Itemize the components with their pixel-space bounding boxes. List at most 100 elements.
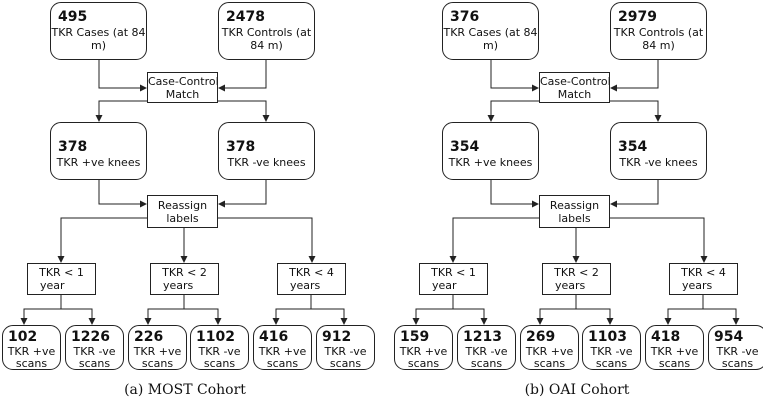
panel-a-negative-to-reassign-arrow bbox=[218, 180, 267, 208]
panel-b-negative-to-reassign-arrow bbox=[610, 180, 659, 208]
scans-label-line1: TKR +ve bbox=[133, 345, 182, 358]
positive-knees-label: TKR +ve knees bbox=[56, 156, 141, 169]
panel-b-match-to-negative-arrow bbox=[610, 100, 662, 122]
window-label-line2: year bbox=[432, 279, 457, 292]
panel-b-window2-to-negative-scans-arrow bbox=[575, 295, 614, 325]
panel-a-window2-to-positive-scans-arrow bbox=[144, 295, 185, 325]
window-label-line1: TKR < 4 bbox=[289, 266, 334, 279]
negative-knees-label: TKR -ve knees bbox=[227, 156, 306, 169]
panel-b-reassign-to-window3-arrow bbox=[610, 217, 708, 263]
panel-a-controls-to-match-arrow bbox=[218, 60, 267, 92]
window-label-line1: TKR < 1 bbox=[39, 266, 84, 279]
scans-count: 159 bbox=[400, 329, 430, 345]
scans-label-line1: TKR -ve bbox=[716, 345, 759, 358]
cases-label-line1: TKR Cases (at 84 bbox=[51, 26, 146, 39]
negative-knees-count: 378 bbox=[226, 139, 256, 155]
scans-label-line2: scans bbox=[721, 357, 754, 370]
reassign-label-line1: Reassign bbox=[549, 199, 600, 212]
positive-knees-count: 354 bbox=[450, 139, 480, 155]
scans-label-line1: TKR +ve bbox=[7, 345, 56, 358]
controls-label-line1: TKR Controls (at bbox=[613, 26, 704, 39]
scans-label-line1: TKR +ve bbox=[258, 345, 307, 358]
scans-label-line2: scans bbox=[141, 357, 174, 370]
scans-label-line2: scans bbox=[329, 357, 362, 370]
scans-count: 912 bbox=[322, 329, 352, 345]
panel-b-window3-to-positive-scans-arrow bbox=[664, 295, 704, 325]
scans-count: 226 bbox=[134, 329, 164, 345]
scans-label-line1: TKR +ve bbox=[650, 345, 699, 358]
controls-label-line1: TKR Controls (at bbox=[221, 26, 312, 39]
scans-label-line1: TKR -ve bbox=[465, 345, 508, 358]
cases-count: 495 bbox=[58, 9, 88, 25]
panel-a-match-to-negative-arrow bbox=[218, 100, 270, 122]
scans-count: 418 bbox=[651, 329, 681, 345]
panel-a-cases-to-match-arrow bbox=[98, 60, 147, 92]
panel-b-positive-to-reassign-arrow bbox=[490, 180, 539, 208]
panel-b-window2-to-positive-scans-arrow bbox=[536, 295, 577, 325]
cases-label-line2: m) bbox=[482, 39, 498, 52]
panel-b-cases-to-match-arrow bbox=[490, 60, 539, 92]
scans-count: 1102 bbox=[196, 329, 235, 345]
scans-label-line2: scans bbox=[266, 357, 299, 370]
panel-a-window1-to-negative-scans-arrow bbox=[60, 295, 96, 325]
scans-count: 416 bbox=[259, 329, 289, 345]
scans-label-line1: TKR -ve bbox=[73, 345, 116, 358]
scans-label-line1: TKR -ve bbox=[324, 345, 367, 358]
panel-a-window1-to-positive-scans-arrow bbox=[20, 295, 62, 325]
panel-a-reassign-to-window1-arrow bbox=[57, 217, 147, 263]
panel-a-reassign-to-window3-arrow bbox=[218, 217, 316, 263]
scans-label-line2: scans bbox=[533, 357, 566, 370]
panel-b-match-to-positive-arrow bbox=[487, 100, 539, 122]
window-label-line2: years bbox=[163, 279, 194, 292]
scans-label-line1: TKR +ve bbox=[399, 345, 448, 358]
panel-b-caption: (b) OAI Cohort bbox=[524, 382, 630, 398]
window-label-line2: year bbox=[40, 279, 65, 292]
window-label-line2: years bbox=[555, 279, 586, 292]
window-label-line1: TKR < 1 bbox=[431, 266, 476, 279]
scans-label-line1: TKR +ve bbox=[525, 345, 574, 358]
panel-b-window1-to-positive-scans-arrow bbox=[412, 295, 454, 325]
reassign-label-line1: Reassign bbox=[157, 199, 208, 212]
panel-a-window3-to-positive-scans-arrow bbox=[272, 295, 312, 325]
cases-count: 376 bbox=[450, 9, 480, 25]
scans-count: 1103 bbox=[588, 329, 627, 345]
scans-label-line2: scans bbox=[470, 357, 503, 370]
scans-count: 954 bbox=[714, 329, 744, 345]
match-label-line2: Match bbox=[557, 88, 592, 101]
scans-label-line2: scans bbox=[203, 357, 236, 370]
window-label-line1: TKR < 2 bbox=[162, 266, 207, 279]
negative-knees-count: 354 bbox=[618, 139, 648, 155]
match-label-line1: Case-Control bbox=[540, 75, 610, 88]
panel-b-controls-to-match-arrow bbox=[610, 60, 659, 92]
window-label-line1: TKR < 2 bbox=[554, 266, 599, 279]
positive-knees-label: TKR +ve knees bbox=[448, 156, 533, 169]
scans-label-line2: scans bbox=[15, 357, 48, 370]
match-label-line1: Case-Control bbox=[148, 75, 218, 88]
scans-count: 269 bbox=[526, 329, 556, 345]
cases-label-line2: m) bbox=[90, 39, 106, 52]
scans-label-line2: scans bbox=[595, 357, 628, 370]
window-label-line1: TKR < 4 bbox=[681, 266, 726, 279]
scans-label-line2: scans bbox=[407, 357, 440, 370]
panel-a-caption: (a) MOST Cohort bbox=[124, 382, 246, 398]
